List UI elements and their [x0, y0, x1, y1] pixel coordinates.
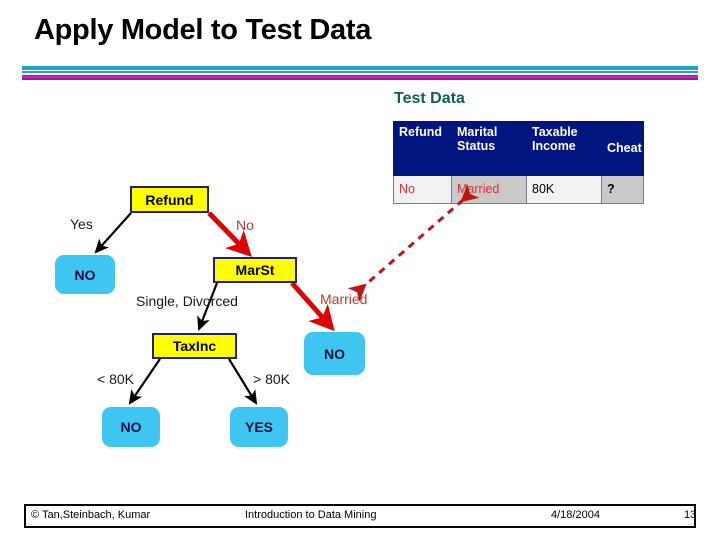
table-header-row: Refund Marital Status Taxable Income Che…: [393, 121, 644, 176]
tree-node-marst-label: MarSt: [235, 262, 275, 278]
column-header-refund-line-1: Refund: [399, 125, 443, 139]
column-header-taxable-income-line-2: Income: [532, 139, 576, 153]
footer-authors: © Tan,Steinbach, Kumar: [31, 509, 151, 521]
tree-node-taxinc-label: TaxInc: [172, 338, 217, 354]
edge-label-yes: Yes: [70, 216, 93, 232]
column-header-cheat: Cheat: [601, 121, 644, 176]
page-title: Apply Model to Test Data: [34, 14, 372, 46]
edge-taxinc-gt80k: [228, 358, 258, 405]
column-header-taxable-income: Taxable Income: [526, 121, 602, 176]
cell-cheat: ?: [601, 175, 644, 204]
edge-test-record-link: [347, 184, 480, 302]
edge-label-lt-80k: < 80K: [97, 371, 134, 387]
cell-taxable-income: 80K: [526, 175, 602, 204]
divider-rule-teal-thick: [22, 66, 698, 70]
tree-node-marst[interactable]: MarSt: [213, 257, 297, 283]
tree-leaf-refund-yes-label: NO: [74, 266, 96, 283]
cell-refund: No: [393, 175, 452, 204]
edge-refund-yes: [94, 212, 132, 254]
edge-label-no: No: [236, 217, 254, 233]
tree-leaf-refund-yes[interactable]: NO: [55, 255, 115, 294]
footer-date: 4/18/2004: [551, 509, 600, 521]
edge-label-married: Married: [320, 291, 368, 307]
divider-rule-magenta-highlight: [22, 76, 698, 78]
column-header-marital-status-line-2: Status: [457, 139, 496, 153]
tree-leaf-gt-80k[interactable]: YES: [230, 407, 288, 447]
column-header-refund: Refund: [393, 121, 452, 176]
tree-leaf-lt-80k-label: NO: [120, 419, 142, 435]
cell-marital-status: Married: [451, 175, 527, 204]
edge-label-single-divorced: Single, Divorced: [136, 293, 238, 309]
tree-leaf-married[interactable]: NO: [304, 332, 365, 375]
tree-leaf-lt-80k[interactable]: NO: [102, 407, 160, 447]
table-row: No Married 80K ?: [393, 175, 644, 204]
tree-node-taxinc[interactable]: TaxInc: [152, 333, 237, 359]
footer-bar: [24, 504, 696, 528]
tree-leaf-married-label: NO: [324, 345, 345, 362]
column-header-taxable-income-line-1: Taxable: [532, 125, 578, 139]
test-data-table: Refund Marital Status Taxable Income Che…: [393, 121, 644, 204]
tree-leaf-gt-80k-label: YES: [244, 419, 273, 435]
column-header-cheat-line-1: Cheat: [607, 141, 642, 155]
edge-label-gt-80k: > 80K: [253, 371, 290, 387]
tree-node-refund-label: Refund: [145, 191, 194, 208]
divider-rule-teal-thin: [22, 71, 698, 73]
test-data-caption: Test Data: [394, 90, 465, 107]
footer-book-title: Introduction to Data Mining: [245, 509, 377, 521]
edge-taxinc-lt80k: [128, 358, 161, 405]
column-header-marital-status-line-1: Marital: [457, 125, 498, 139]
column-header-marital-status: Marital Status: [451, 121, 527, 176]
footer-page-number: 13: [684, 509, 697, 521]
tree-node-refund[interactable]: Refund: [130, 186, 209, 213]
